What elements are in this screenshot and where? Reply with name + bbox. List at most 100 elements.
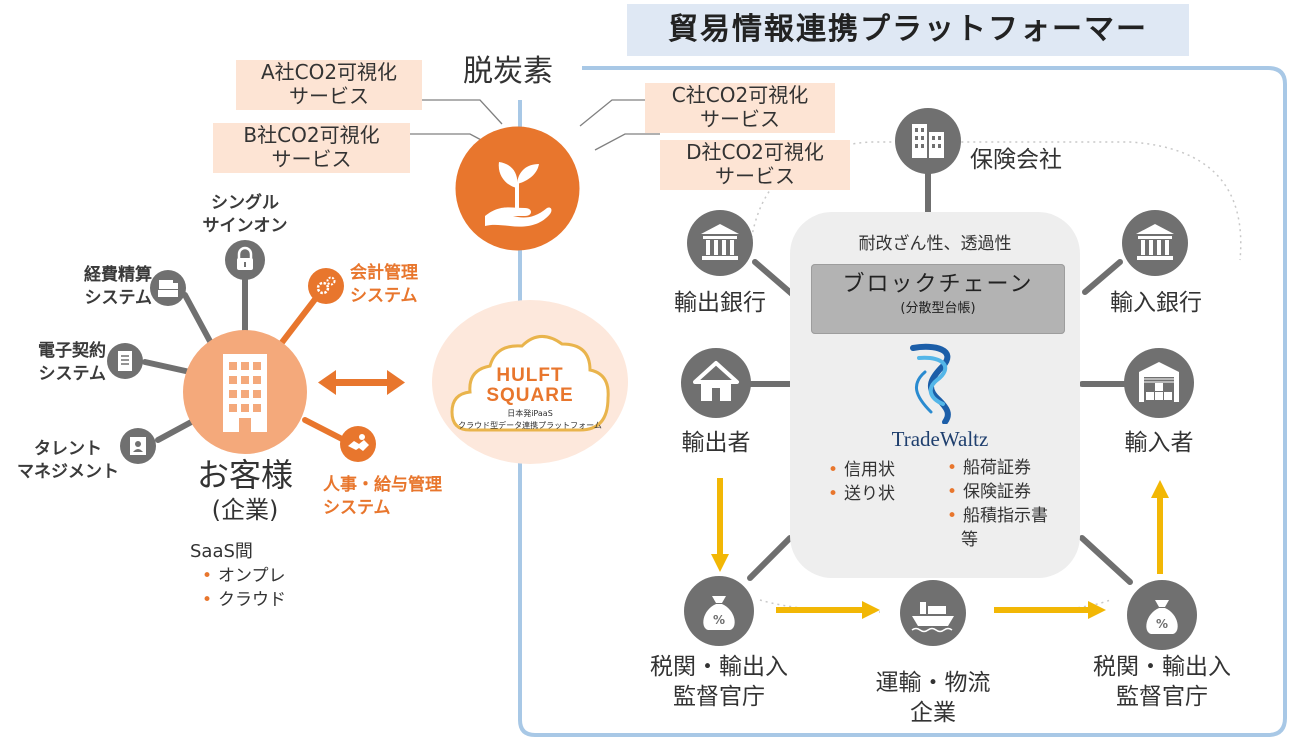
doc-item-label: 船積指示書 xyxy=(963,506,1049,526)
customs-left-label: 税関・輸出入 監督官庁 xyxy=(632,652,806,712)
sso-line1: シングル xyxy=(211,193,279,213)
service-b-line2: サービス xyxy=(271,147,352,171)
house-icon xyxy=(681,348,751,418)
customer-hulft-arrow xyxy=(318,370,405,395)
expense-line2: システム xyxy=(84,288,153,308)
expense-line1: 経費精算 xyxy=(84,265,152,285)
importer-node xyxy=(1124,348,1194,418)
accounting-line2: システム xyxy=(350,286,418,306)
import-bank-node xyxy=(1122,210,1188,276)
talent-line2: マネジメント xyxy=(17,462,119,482)
customs-left-line1: 税関・輸出入 xyxy=(650,654,788,680)
export-bank-label: 輸出銀行 xyxy=(674,290,766,316)
hulft-tagline-1: 日本発iPaaS xyxy=(507,409,553,418)
svg-text:%: % xyxy=(1156,617,1168,631)
handshake-icon xyxy=(340,426,376,462)
hr-label: 人事・給与管理 システム xyxy=(323,474,473,520)
customer-satellite-lines xyxy=(142,272,248,443)
blockchain-box: ブロックチェーン (分散型台帳) xyxy=(811,264,1065,334)
hulft-logo: HULFT SQUARE 日本発iPaaS クラウド型データ連携プラットフォーム xyxy=(430,366,630,432)
insurance-label: 保険会社 xyxy=(970,147,1062,173)
cargo-ship-icon xyxy=(900,580,966,646)
service-d-line2: サービス xyxy=(715,164,795,188)
talent-label: タレント マネジメント xyxy=(8,438,128,484)
contract-label: 電子契約 システム xyxy=(14,340,106,386)
customs-right-line1: 税関・輸出入 xyxy=(1093,654,1231,680)
exporter-node xyxy=(681,348,751,418)
doc-item: •信用状 xyxy=(828,460,896,480)
import-bank-label: 輸入銀行 xyxy=(1110,290,1202,316)
trade-network-lines xyxy=(745,167,1133,585)
customer-orange-lines xyxy=(277,295,347,443)
service-d-line1: D社CO2可視化 xyxy=(686,140,824,164)
gears-icon xyxy=(308,268,344,304)
hr-node xyxy=(340,426,376,462)
customs-right-line2: 監督官庁 xyxy=(1116,684,1208,710)
service-box-b: B社CO2可視化 サービス xyxy=(213,123,410,173)
doc-item: •保険証券 xyxy=(947,482,1032,502)
hulft-logo-line2: SQUARE xyxy=(486,385,574,406)
cloud-icon xyxy=(432,300,628,464)
logistics-label: 運輸・物流 企業 xyxy=(868,668,998,728)
expense-node xyxy=(150,270,186,306)
doc-item-label: 信用状 xyxy=(844,460,896,480)
contract-node xyxy=(107,343,143,379)
platform-title: 貿易情報連携プラットフォーマー xyxy=(627,4,1189,56)
customer-label: お客様 (企業) xyxy=(175,455,315,525)
hr-line1: 人事・給与管理 xyxy=(323,475,442,495)
accounting-node xyxy=(308,268,344,304)
talent-line1: タレント xyxy=(34,439,102,459)
service-box-a: A社CO2可視化 サービス xyxy=(236,60,422,110)
office-building-icon xyxy=(895,108,961,174)
sso-node xyxy=(225,240,265,280)
warehouse-icon xyxy=(1124,348,1194,418)
exporter-label: 輸出者 xyxy=(681,430,751,456)
importer-label: 輸入者 xyxy=(1124,430,1194,456)
tradewaltz-logo xyxy=(905,342,967,425)
doc-item: 等 xyxy=(947,528,1077,552)
service-a-line2: サービス xyxy=(289,84,369,108)
saas-item: •オンプレ xyxy=(202,566,286,586)
talent-node xyxy=(120,428,156,464)
doc-item-label: 送り状 xyxy=(844,484,896,504)
lock-icon xyxy=(225,240,265,280)
money-bag-icon: % xyxy=(1127,580,1197,650)
service-b-line1: B社CO2可視化 xyxy=(243,123,380,147)
hulft-tagline-2: クラウド型データ連携プラットフォーム xyxy=(458,421,602,430)
doc-item: •船荷証券 xyxy=(947,458,1032,478)
trade-flow-arrows xyxy=(711,478,1169,619)
customs-left-line2: 監督官庁 xyxy=(673,684,765,710)
contract-line2: システム xyxy=(38,364,107,384)
hr-line2: システム xyxy=(323,498,391,518)
service-box-c: C社CO2可視化 サービス xyxy=(645,83,835,133)
accounting-line1: 会計管理 xyxy=(350,263,418,283)
customer-sub: (企業) xyxy=(211,496,279,524)
logistics-node xyxy=(900,580,966,646)
saas-item-label: オンプレ xyxy=(218,566,286,586)
id-card-icon xyxy=(120,428,156,464)
logistics-line2: 企業 xyxy=(910,700,956,726)
saas-title: SaaS間 xyxy=(190,541,253,562)
doc-item-label: 船荷証券 xyxy=(963,458,1032,478)
service-c-line2: サービス xyxy=(700,107,780,131)
money-bag-icon: % xyxy=(684,576,754,646)
expense-label: 経費精算 システム xyxy=(62,264,152,310)
document-icon xyxy=(107,343,143,379)
customer-node xyxy=(183,330,307,454)
customs-left-node: % xyxy=(684,576,754,646)
network-dotted-ring xyxy=(749,141,1242,261)
saas-list: SaaS間 •オンプレ •クラウド xyxy=(190,540,330,612)
docs-left-list: •信用状 •送り状 xyxy=(828,458,928,506)
doc-item-label: 保険証券 xyxy=(963,482,1032,502)
service-a-line1: A社CO2可視化 xyxy=(260,60,398,84)
sso-line2: サインオン xyxy=(202,216,288,236)
bank-icon xyxy=(687,210,753,276)
service-box-d: D社CO2可視化 サービス xyxy=(660,140,850,190)
sso-label: シングル サインオン xyxy=(195,192,295,238)
saas-item: •クラウド xyxy=(202,590,287,610)
decarbon-node xyxy=(455,126,580,251)
tradewaltz-logo-icon xyxy=(910,343,951,425)
insurance-node xyxy=(895,108,961,174)
register-icon xyxy=(150,270,186,306)
docs-right-list: •船荷証券 •保険証券 •船積指示書 等 xyxy=(947,456,1077,552)
